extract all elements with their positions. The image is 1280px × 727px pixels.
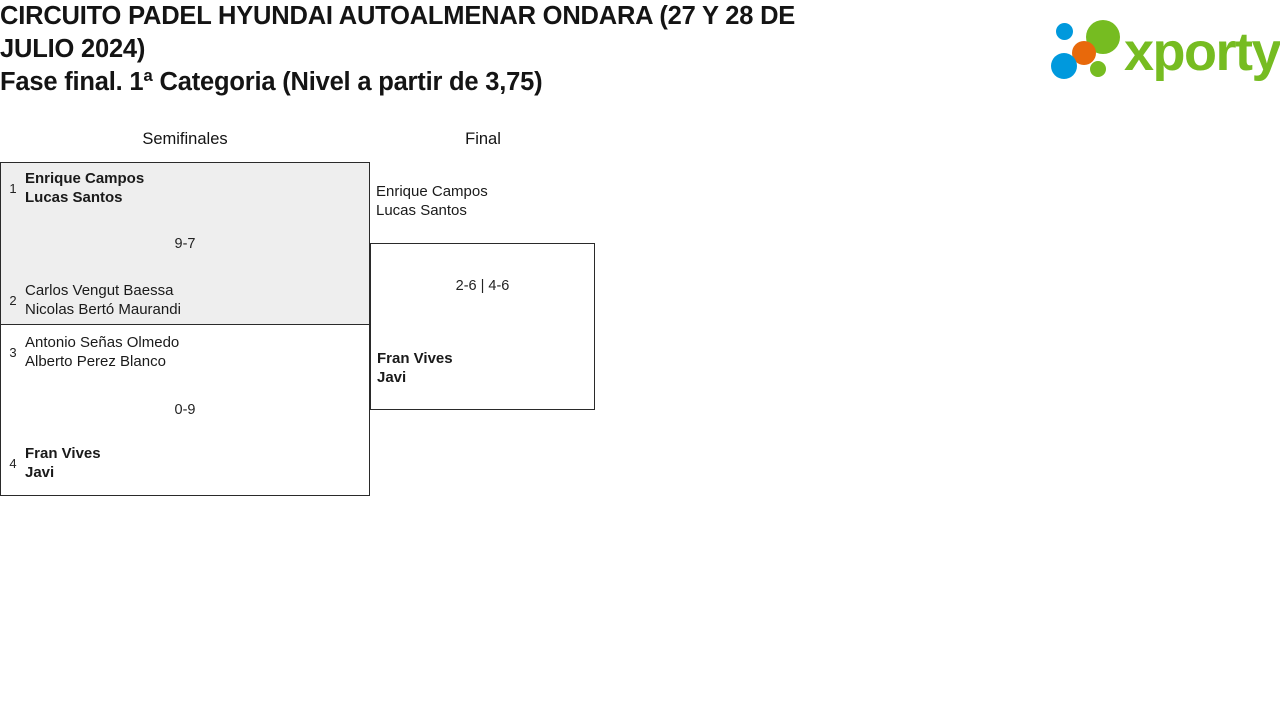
round-header-semifinals: Semifinales (142, 130, 228, 148)
xporty-logo[interactable]: xporty (1048, 18, 1280, 86)
final-team-top[interactable]: Enrique Campos Lucas Santos (376, 182, 488, 220)
team-names: Carlos Vengut Baessa Nicolas Bertó Maura… (25, 281, 181, 319)
team-names: Fran Vives Javi (25, 444, 101, 482)
tournament-title-line-2: JULIO 2024) (0, 35, 146, 63)
final-team-bottom[interactable]: Fran Vives Javi (377, 349, 453, 387)
player-name: Fran Vives (377, 350, 453, 367)
tournament-subtitle: Fase final. 1ª Categoria (Nivel a partir… (0, 68, 543, 96)
semifinal-1-team-top[interactable]: 1 Enrique Campos Lucas Santos (1, 169, 341, 207)
semifinal-match-2[interactable]: 3 Antonio Señas Olmedo Alberto Perez Bla… (1, 326, 369, 495)
round-header-final: Final (465, 130, 501, 148)
player-name: Alberto Perez Blanco (25, 353, 166, 370)
tournament-title-block: CIRCUITO PADEL HYUNDAI AUTOALMENAR ONDAR… (0, 0, 900, 99)
final-score: 2-6 | 4-6 (455, 278, 510, 294)
player-name: Enrique Campos (25, 170, 145, 187)
final-match[interactable]: 2-6 | 4-6 Fran Vives Javi (370, 243, 595, 410)
semifinal-2-team-top[interactable]: 3 Antonio Señas Olmedo Alberto Perez Bla… (1, 333, 341, 371)
logo-dot-blue-large (1051, 53, 1077, 79)
tournament-title-line-1: CIRCUITO PADEL HYUNDAI AUTOALMENAR ONDAR… (0, 2, 796, 30)
semifinal-match-1[interactable]: 1 Enrique Campos Lucas Santos 9-7 2 Carl… (1, 163, 369, 325)
page-header: CIRCUITO PADEL HYUNDAI AUTOALMENAR ONDAR… (0, 0, 1280, 110)
player-name: Lucas Santos (25, 189, 123, 206)
semifinal-2-score: 0-9 (174, 402, 196, 418)
player-name: Javi (25, 464, 55, 481)
logo-wordmark: xporty (1124, 22, 1280, 82)
seed-number: 1 (9, 180, 17, 196)
player-name: Fran Vives (25, 445, 101, 462)
logo-dots-icon (1048, 18, 1128, 86)
tournament-bracket: 1 Enrique Campos Lucas Santos 9-7 2 Carl… (0, 162, 640, 502)
seed-number: 2 (9, 292, 17, 308)
player-name: Carlos Vengut Baessa (25, 282, 174, 299)
player-name: Enrique Campos (376, 183, 488, 200)
player-name: Nicolas Bertó Maurandi (25, 301, 181, 318)
semifinal-2-team-bottom[interactable]: 4 Fran Vives Javi (1, 444, 341, 482)
semifinals-column: 1 Enrique Campos Lucas Santos 9-7 2 Carl… (0, 162, 370, 496)
semifinal-1-score: 9-7 (174, 236, 196, 252)
seed-number: 4 (9, 455, 17, 471)
player-name: Javi (377, 369, 407, 386)
seed-number: 3 (9, 344, 17, 360)
logo-dot-blue-small (1056, 23, 1073, 40)
semifinal-1-team-bottom[interactable]: 2 Carlos Vengut Baessa Nicolas Bertó Mau… (1, 281, 341, 319)
player-name: Lucas Santos (376, 202, 467, 219)
team-names: Antonio Señas Olmedo Alberto Perez Blanc… (25, 333, 179, 371)
player-name: Antonio Señas Olmedo (25, 334, 180, 351)
team-names: Enrique Campos Lucas Santos (25, 169, 144, 207)
logo-dot-green-small (1090, 61, 1106, 77)
